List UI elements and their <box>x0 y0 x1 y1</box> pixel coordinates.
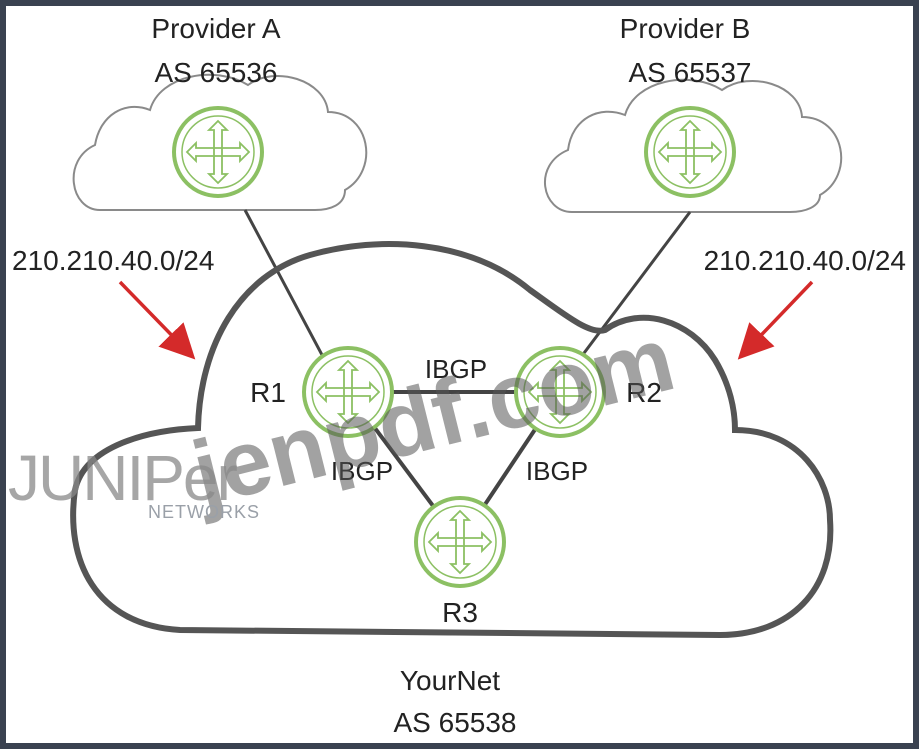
yournet-asn: AS 65538 <box>394 707 517 738</box>
left-prefix-arrow-icon <box>118 280 196 360</box>
provider-b-router-icon <box>644 106 736 198</box>
provider-a-router-icon <box>172 106 264 198</box>
brand-watermark-sub: NETWORKS <box>148 502 260 522</box>
provider-b-name: Provider B <box>620 13 751 44</box>
r3-label: R3 <box>442 597 478 628</box>
provider-b-asn: AS 65537 <box>629 57 752 88</box>
brand-watermark: JUNIPer <box>8 442 238 514</box>
link-r1-r2-label: IBGP <box>425 354 487 384</box>
yournet-cloud <box>70 241 834 639</box>
r2-label: R2 <box>626 377 662 408</box>
right-prefix-label: 210.210.40.0/24 <box>704 245 906 276</box>
left-prefix-label: 210.210.40.0/24 <box>12 245 214 276</box>
link-r1-r3-label: IBGP <box>331 456 393 486</box>
yournet-name: YourNet <box>400 665 500 696</box>
provider-a-name: Provider A <box>151 13 280 44</box>
link-r2-r3-label: IBGP <box>526 456 588 486</box>
r3-router-icon <box>414 496 506 588</box>
right-prefix-arrow-icon <box>737 280 814 360</box>
r1-label: R1 <box>250 377 286 408</box>
provider-a-asn: AS 65536 <box>155 57 278 88</box>
